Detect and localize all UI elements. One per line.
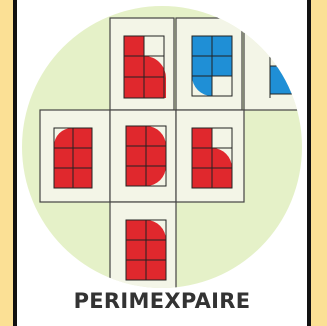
tile-grid: [22, 6, 302, 288]
tile-blue-top-right: [244, 18, 302, 110]
game-title: PERIMEXPAIRE: [17, 289, 307, 313]
game-card[interactable]: PERIMEXPAIRE: [13, 0, 311, 326]
badge-circle: [22, 6, 302, 288]
red-piece-bottom: [126, 220, 166, 280]
red-piece-arch-left: [54, 128, 92, 188]
red-piece-notched: [126, 126, 166, 186]
